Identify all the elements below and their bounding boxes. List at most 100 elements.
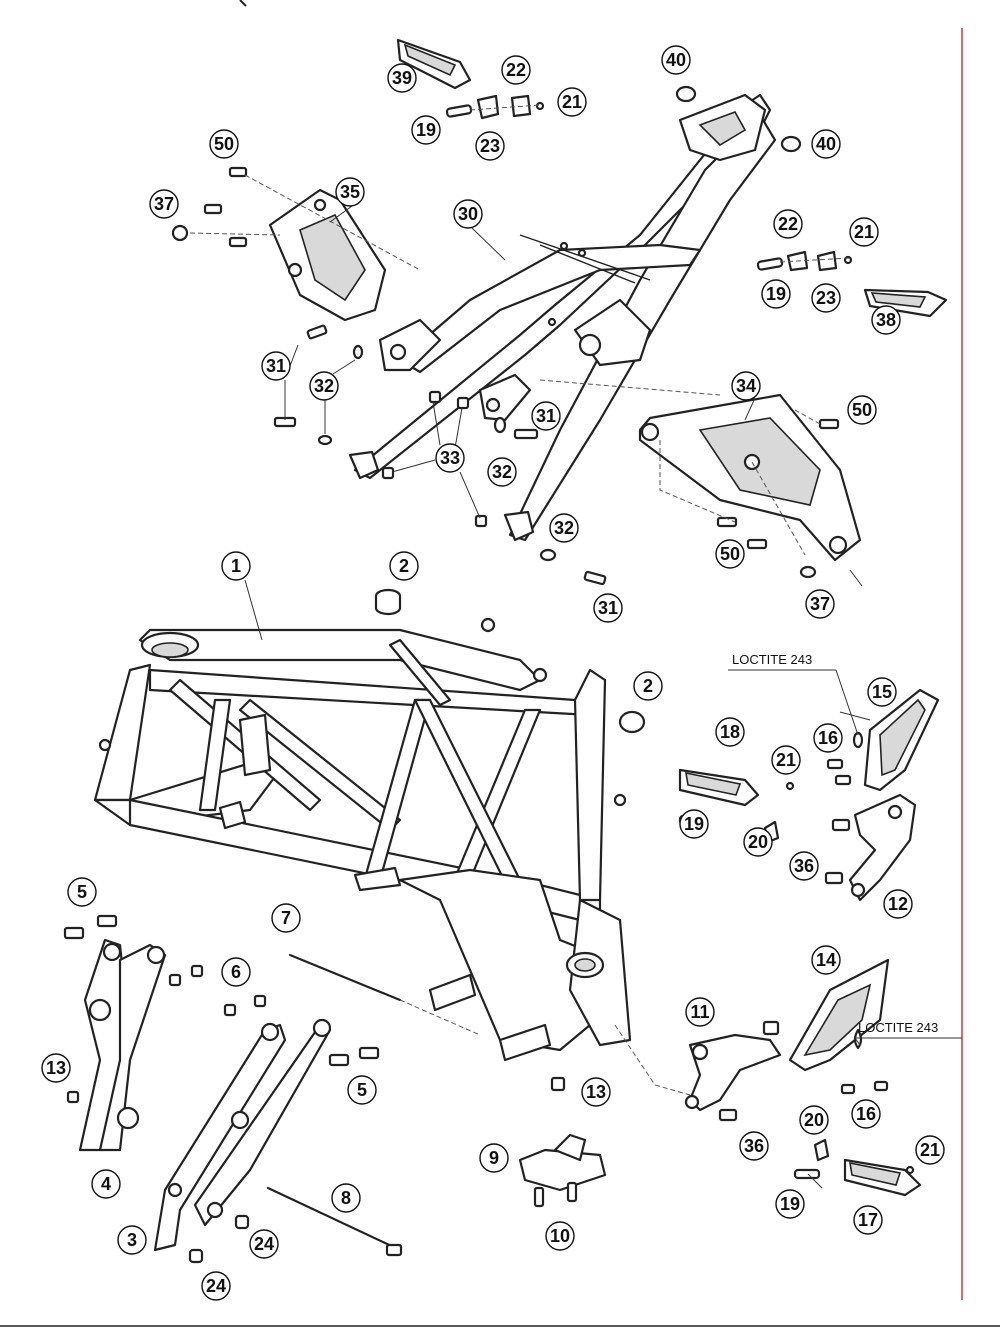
heel-guard-15 xyxy=(863,688,940,792)
loctite-note-lower: LOCTITE 243 xyxy=(854,1020,962,1046)
svg-text:32: 32 xyxy=(314,376,334,396)
svg-text:15: 15 xyxy=(872,682,892,702)
callout-36-upper: 36 xyxy=(789,851,819,881)
callout-21-top: 21 xyxy=(557,87,587,117)
callout-32-mid: 32 xyxy=(487,457,517,487)
svg-text:36: 36 xyxy=(744,1136,764,1156)
svg-text:36: 36 xyxy=(794,856,814,876)
svg-text:11: 11 xyxy=(690,1002,709,1022)
callout-35: 35 xyxy=(335,177,365,207)
callout-38: 38 xyxy=(871,305,901,335)
callout-37-left: 37 xyxy=(149,189,179,219)
svg-text:20: 20 xyxy=(748,832,768,852)
svg-text:8: 8 xyxy=(341,1188,351,1208)
callout-32-bottom: 32 xyxy=(549,513,579,543)
svg-text:21: 21 xyxy=(776,750,796,770)
callout-20-lower: 20 xyxy=(799,1105,829,1135)
svg-text:4: 4 xyxy=(101,1174,111,1194)
svg-text:33: 33 xyxy=(440,448,460,468)
callout-20-mid: 20 xyxy=(743,827,773,857)
svg-text:50: 50 xyxy=(852,400,872,420)
bracket-35 xyxy=(268,188,387,322)
callout-23-right: 23 xyxy=(811,283,841,313)
callout-7: 7 xyxy=(271,903,301,933)
callout-31-bottom: 31 xyxy=(593,593,623,623)
callout-4: 4 xyxy=(91,1169,121,1199)
callout-21-upper-right: 21 xyxy=(849,217,879,247)
callout-leaders xyxy=(244,205,871,1189)
loctite-label-upper: LOCTITE 243 xyxy=(732,652,812,667)
callout-12: 12 xyxy=(883,889,913,919)
callout-39: 39 xyxy=(387,63,417,93)
callout-33: 33 xyxy=(435,443,465,473)
svg-text:30: 30 xyxy=(458,204,478,224)
callout-31-left: 31 xyxy=(261,351,291,381)
upper-leader-dashes xyxy=(189,104,851,556)
engine-mount-3 xyxy=(153,1018,332,1252)
main-frame xyxy=(93,617,632,1062)
svg-text:13: 13 xyxy=(586,1082,606,1102)
svg-text:23: 23 xyxy=(480,136,500,156)
chain-guide-9 xyxy=(518,1133,607,1208)
svg-text:12: 12 xyxy=(888,894,908,914)
svg-text:13: 13 xyxy=(46,1058,66,1078)
callout-19-bottom: 19 xyxy=(775,1189,805,1219)
callout-13-mid: 13 xyxy=(581,1077,611,1107)
callout-32-left: 32 xyxy=(309,371,339,401)
svg-text:6: 6 xyxy=(231,962,241,982)
callout-10: 10 xyxy=(545,1221,575,1251)
callout-23-top: 23 xyxy=(475,131,505,161)
callout-13-left: 13 xyxy=(41,1053,71,1083)
svg-text:10: 10 xyxy=(550,1226,570,1246)
callout-22-right: 22 xyxy=(773,209,803,239)
svg-text:31: 31 xyxy=(536,406,556,426)
subframe xyxy=(348,93,777,542)
callout-34: 34 xyxy=(731,371,761,401)
callout-31-mid: 31 xyxy=(531,401,561,431)
svg-text:40: 40 xyxy=(816,134,836,154)
footrest-bracket-12 xyxy=(848,793,917,902)
rider-footpeg-upper-right xyxy=(756,250,948,318)
svg-text:20: 20 xyxy=(804,1110,824,1130)
svg-text:17: 17 xyxy=(858,1210,878,1230)
engine-mount-4 xyxy=(78,938,167,1152)
callout-16-lower: 16 xyxy=(851,1099,881,1129)
rider-footpeg-upper-left xyxy=(396,38,545,120)
svg-text:19: 19 xyxy=(416,120,436,140)
right-hardware xyxy=(614,731,889,1122)
svg-text:24: 24 xyxy=(206,1276,226,1296)
callout-16-upper: 16 xyxy=(813,723,843,753)
callout-19-mid: 19 xyxy=(679,809,709,839)
callout-17: 17 xyxy=(853,1205,883,1235)
svg-text:21: 21 xyxy=(562,92,582,112)
svg-text:39: 39 xyxy=(392,68,412,88)
callout-36-lower: 36 xyxy=(739,1131,769,1161)
svg-text:21: 21 xyxy=(920,1140,940,1160)
svg-text:16: 16 xyxy=(856,1104,876,1124)
svg-text:31: 31 xyxy=(598,598,618,618)
svg-text:7: 7 xyxy=(281,908,291,928)
callout-8: 8 xyxy=(331,1183,361,1213)
top-fragment-mark xyxy=(239,0,247,7)
callout-6: 6 xyxy=(221,957,251,987)
svg-text:18: 18 xyxy=(720,722,740,742)
footpeg-18 xyxy=(678,768,795,844)
svg-text:19: 19 xyxy=(780,1194,800,1214)
svg-text:3: 3 xyxy=(127,1230,137,1250)
svg-text:5: 5 xyxy=(357,1080,367,1100)
svg-text:22: 22 xyxy=(506,60,526,80)
svg-text:38: 38 xyxy=(876,310,896,330)
lower-left-hardware xyxy=(63,914,566,1264)
svg-text:32: 32 xyxy=(554,518,574,538)
svg-text:9: 9 xyxy=(489,1148,499,1168)
svg-text:34: 34 xyxy=(736,376,756,396)
svg-text:37: 37 xyxy=(810,594,830,614)
callout-14: 14 xyxy=(811,945,841,975)
callout-37-right: 37 xyxy=(805,589,835,619)
callout-19-top: 19 xyxy=(411,115,441,145)
loctite-label-lower: LOCTITE 243 xyxy=(858,1020,938,1035)
bracket-34 xyxy=(638,393,862,562)
callout-19-upper-right: 19 xyxy=(761,279,791,309)
caps-2 xyxy=(374,588,646,734)
